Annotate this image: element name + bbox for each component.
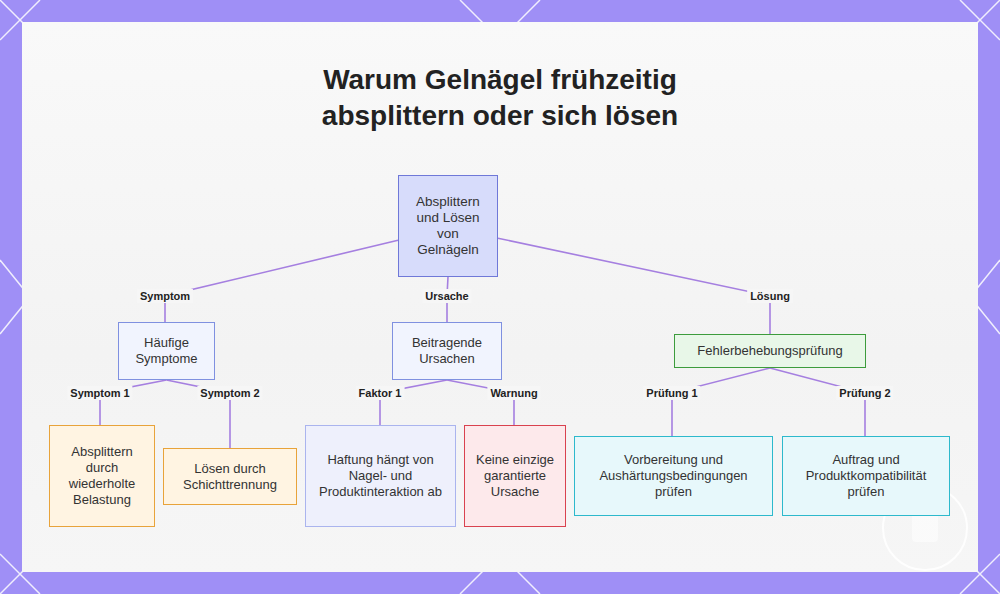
node-content: Häufige Symptome [127, 335, 206, 367]
node-content: Haftung hängt von Nagel- und Produktinte… [314, 452, 447, 500]
node-text: Auftrag und Produktkompatibilität prüfen [791, 452, 941, 500]
node-text: Keine einzige garantierte Ursache [473, 452, 557, 500]
node-text: Beitragende Ursachen [401, 335, 493, 367]
edge-label: Prüfung 1 [643, 386, 700, 400]
symptom-box: Absplittern durch wiederholte Belastung [49, 425, 155, 527]
node-text: Vorbereitung und Aushärtungsbedingungen … [583, 452, 764, 500]
node-content: Lösen durch Schichttrennung [172, 461, 288, 493]
diagram-title: Warum Gelnägel frühzeitig absplittern od… [290, 62, 710, 134]
check-box: Vorbereitung und Aushärtungsbedingungen … [574, 436, 773, 516]
node-text: Lösen durch Schichttrennung [172, 461, 288, 493]
node-text: Fehlerbehebungsprüfung [697, 343, 842, 359]
edge-label: Symptom 2 [197, 386, 262, 400]
root-box: Absplittern und Lösen von Gelnägeln [398, 175, 498, 277]
node-content: Auftrag und Produktkompatibilität prüfen [791, 452, 941, 500]
node-text: Absplittern und Lösen von Gelnägeln [407, 194, 489, 258]
node-text: Haftung hängt von Nagel- und Produktinte… [314, 452, 447, 500]
edge-label: Symptom [137, 289, 193, 303]
node-content: Absplittern und Lösen von Gelnägeln [407, 194, 489, 258]
edge-label: Lösung [747, 289, 793, 303]
node-content: Absplittern durch wiederholte Belastung [58, 444, 146, 508]
node-content: Fehlerbehebungsprüfung [697, 343, 842, 359]
node-text: Häufige Symptome [127, 335, 206, 367]
category-box: Beitragende Ursachen [392, 322, 502, 380]
edge-label: Ursache [422, 289, 471, 303]
connector [672, 368, 770, 436]
cause-box: Haftung hängt von Nagel- und Produktinte… [305, 425, 456, 527]
node-content: Beitragende Ursachen [401, 335, 493, 367]
warning-box: Keine einzige garantierte Ursache [464, 425, 566, 527]
node-text: Absplittern durch wiederholte Belastung [58, 444, 146, 508]
check-box: Auftrag und Produktkompatibilität prüfen [782, 436, 950, 516]
edge-label: Symptom 1 [67, 386, 132, 400]
connector [165, 240, 398, 322]
connector [498, 238, 770, 334]
symptom-box: Lösen durch Schichttrennung [163, 448, 297, 505]
category-box: Fehlerbehebungsprüfung [674, 334, 866, 368]
node-content: Keine einzige garantierte Ursache [473, 452, 557, 500]
category-box: Häufige Symptome [118, 322, 215, 380]
edge-label: Warnung [487, 386, 540, 400]
node-content: Vorbereitung und Aushärtungsbedingungen … [583, 452, 764, 500]
connector [770, 368, 865, 436]
edge-label: Faktor 1 [356, 386, 405, 400]
edge-label: Prüfung 2 [836, 386, 893, 400]
